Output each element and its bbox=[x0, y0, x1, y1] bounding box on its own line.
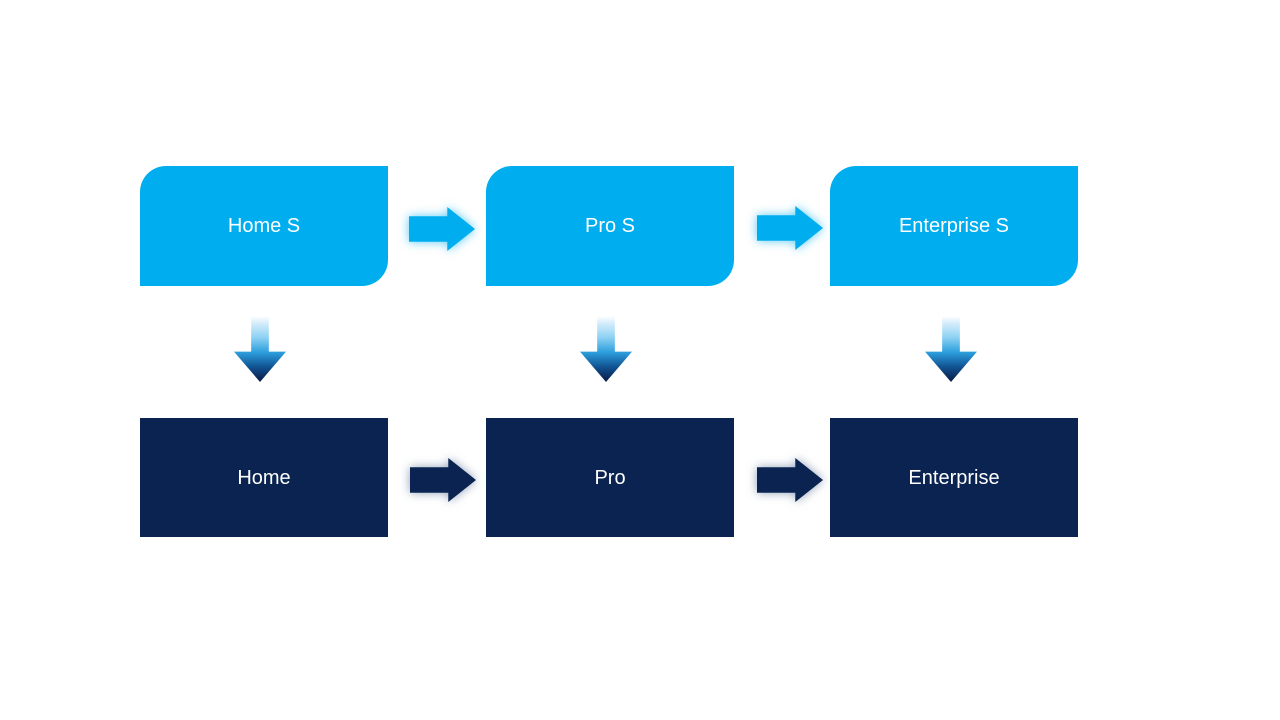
node-pro-s: Pro S bbox=[486, 166, 734, 286]
right-arrow-icon bbox=[410, 458, 476, 502]
right-arrow-icon bbox=[757, 458, 823, 502]
right-arrow-shape bbox=[757, 458, 823, 502]
right-arrow-shape bbox=[409, 207, 475, 251]
node-pro-label: Pro bbox=[594, 466, 626, 489]
right-arrow-icon bbox=[757, 206, 823, 250]
node-home-s: Home S bbox=[140, 166, 388, 286]
right-arrow-icon bbox=[409, 207, 475, 251]
node-pro-s-label: Pro S bbox=[584, 215, 636, 237]
node-enterprise-s-label: Enterprise S bbox=[898, 215, 1010, 237]
down-arrow-icon bbox=[925, 316, 977, 382]
right-arrow-shape bbox=[410, 458, 476, 502]
right-arrow-shape bbox=[757, 206, 823, 250]
node-home-s-label: Home S bbox=[227, 215, 301, 237]
down-arrow-icon bbox=[580, 316, 632, 382]
node-home: Home bbox=[140, 418, 388, 537]
node-enterprise-label: Enterprise bbox=[908, 466, 1000, 489]
node-enterprise-s: Enterprise S bbox=[830, 166, 1078, 286]
node-home-label: Home bbox=[237, 466, 291, 489]
node-enterprise: Enterprise bbox=[830, 418, 1078, 537]
node-pro: Pro bbox=[486, 418, 734, 537]
down-arrow-icon bbox=[234, 316, 286, 382]
